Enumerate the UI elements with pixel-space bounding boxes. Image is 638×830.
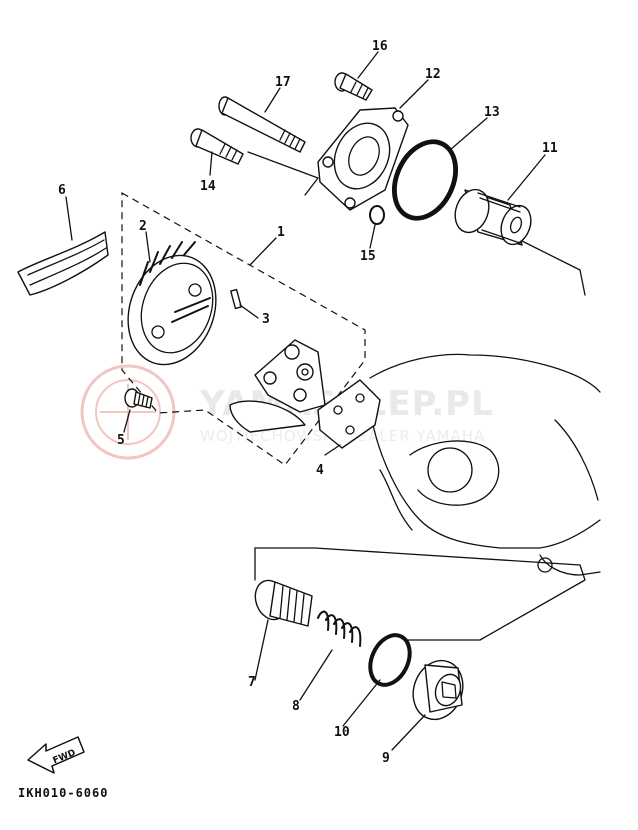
part-2-oil-pump-gear	[127, 241, 217, 366]
callout-9: 9	[382, 751, 390, 766]
part-10-o-ring	[368, 633, 412, 687]
callout-11: 11	[542, 141, 558, 156]
part-17-long-bolt	[218, 96, 306, 153]
callout-2: 2	[139, 219, 147, 234]
part-3-dowel-pin	[230, 288, 242, 310]
reference-lines	[247, 151, 586, 641]
callout-7: 7	[248, 675, 256, 690]
callout-1: 1	[277, 225, 285, 240]
fwd-arrow-icon: FWD	[27, 736, 85, 774]
part-5-screw	[124, 388, 153, 409]
part-15-small-o-ring	[369, 205, 385, 225]
watermark-logo	[80, 364, 176, 460]
callout-10: 10	[334, 725, 350, 740]
callout-17: 17	[275, 75, 291, 90]
callout-5: 5	[117, 433, 125, 448]
part-11-oil-filter-element	[454, 188, 532, 246]
part-7-oil-strainer-screen	[254, 579, 313, 627]
part-8-spring	[317, 610, 362, 647]
callout-12: 12	[425, 67, 441, 82]
callout-6: 6	[58, 183, 66, 198]
callout-8: 8	[292, 699, 300, 714]
part-16-bolt	[334, 72, 373, 101]
callout-leaders	[65, 51, 546, 751]
engine-case-outline	[369, 353, 601, 576]
callout-labels: 1 2 3 4 5 6 7 8 9 10 11 12 13 14 15 16 1…	[58, 39, 558, 766]
callout-14: 14	[200, 179, 216, 194]
callout-4: 4	[316, 463, 324, 478]
part-4-gasket	[317, 379, 381, 449]
diagram-code: IKH010-6060	[18, 786, 108, 800]
part-1-oil-pump-body	[229, 339, 326, 433]
callout-16: 16	[372, 39, 388, 54]
callout-3: 3	[262, 312, 270, 327]
part-14-bolt	[190, 128, 244, 165]
part-12-filter-cover	[317, 107, 409, 211]
callout-15: 15	[360, 249, 376, 264]
part-13-o-ring	[392, 139, 458, 221]
part-9-drain-plug	[412, 659, 464, 721]
callout-13: 13	[484, 105, 500, 120]
part-6-oil-strainer	[17, 231, 109, 296]
